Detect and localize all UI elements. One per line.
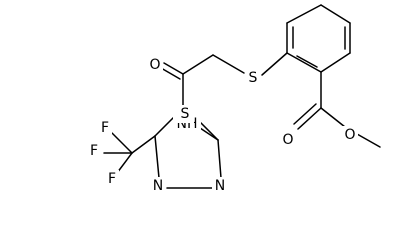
bond-ring-c3-c4 — [320, 4, 351, 24]
atom-f-top: F — [101, 120, 109, 136]
bond-ester-c-o-a — [297, 107, 322, 130]
bond-ester-c-o-b — [293, 103, 317, 125]
bond-cf3-f-bottom — [116, 152, 133, 174]
molecule-structure-diagram: O S NH S N N F F F O O — [87, 4, 381, 195]
atom-n-ring-3: N — [215, 178, 225, 194]
bond-ch2-s — [212, 54, 245, 74]
bond-cf3-f-top — [111, 132, 133, 154]
bond-ester-o-methyl — [356, 133, 381, 148]
bond-o-c-amide-a — [163, 62, 184, 75]
atom-f-bottom: F — [108, 171, 116, 187]
bonds — [103, 4, 381, 189]
atom-n-ring-4: N — [153, 178, 163, 194]
bond-c5-n4-a — [154, 135, 160, 179]
bond-ester-c-o — [320, 107, 346, 128]
atom-s-thiadiazole: S — [181, 106, 190, 122]
bond-c-amide-ch2 — [182, 54, 214, 75]
atom-f-left: F — [90, 143, 98, 159]
bond-ring-c6-c1 — [286, 52, 322, 73]
bond-c5-cf3 — [131, 135, 156, 154]
bond-s-ring — [261, 52, 288, 76]
bond-ring-inner-bottom — [296, 55, 318, 68]
bond-s1-c5 — [154, 116, 175, 137]
atom-o-amide: O — [149, 57, 160, 73]
bond-o-c-amide-b — [160, 67, 181, 80]
atom-o-carbonyl: O — [282, 132, 293, 148]
bond-ring-c5-c6 — [320, 52, 351, 73]
atom-s-thioether: S — [249, 70, 258, 86]
bond-c2-n3-a — [217, 139, 222, 179]
bond-ring-c2-c3 — [286, 4, 322, 24]
atom-labels: O S NH S N N F F F O O — [87, 56, 358, 195]
atom-o-ester: O — [344, 127, 355, 143]
